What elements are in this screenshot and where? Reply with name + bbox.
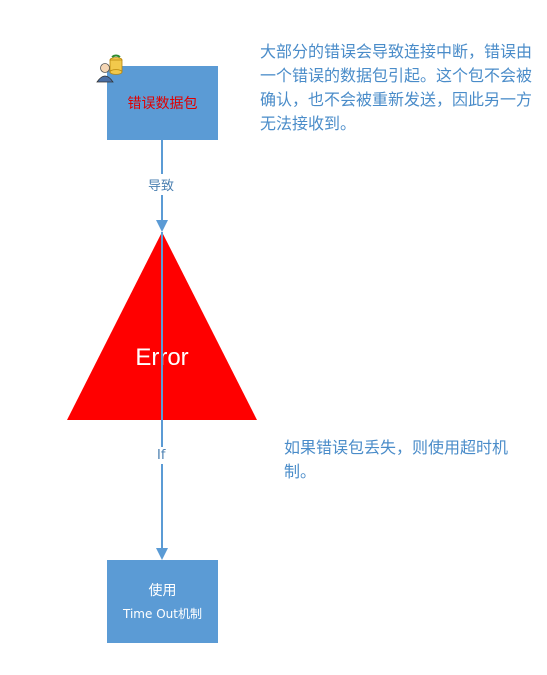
error-packet-label: 错误数据包 bbox=[127, 96, 198, 112]
timeout-node[interactable]: 使用 Time Out机制 bbox=[107, 560, 218, 643]
timeout-node-line1: 使用 bbox=[148, 583, 177, 599]
note-error-cause: 大部分的错误会导致连接中断，错误由一个错误的数据包引起。这个包不会被确认，也不会… bbox=[260, 42, 533, 133]
edge-label-cause: 导致 bbox=[146, 174, 177, 195]
timeout-node-line2: Time Out机制 bbox=[123, 607, 202, 621]
arrowhead-bottom bbox=[156, 548, 168, 560]
user-database-icon bbox=[96, 54, 123, 83]
arrowhead-top bbox=[156, 220, 168, 232]
note-timeout: 如果错误包丢失，则使用超时机制。 bbox=[284, 438, 509, 481]
edge-label-if: If bbox=[155, 447, 168, 464]
error-packet-node[interactable]: 错误数据包 bbox=[96, 54, 218, 140]
